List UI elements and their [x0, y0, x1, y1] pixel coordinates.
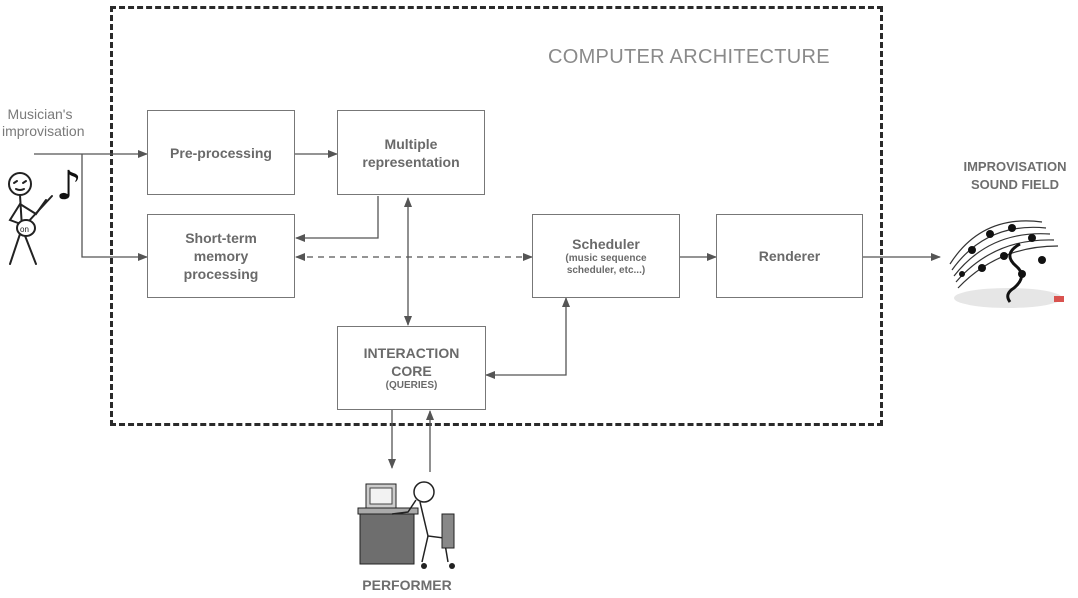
multiple-label-line2: representation: [362, 153, 460, 170]
output-label: IMPROVISATION SOUND FIELD: [955, 158, 1075, 194]
scheduler-sub-line2: scheduler, etc...): [566, 265, 646, 276]
shortterm-memory-box: Short-term memory processing: [147, 214, 295, 298]
arrow-input-shortterm: [81, 154, 148, 261]
scheduler-title: Scheduler: [572, 236, 640, 252]
guitarist-icon: on: [8, 172, 53, 265]
multiple-representation-box: Multiple representation: [337, 110, 485, 195]
input-label-line1: Musician's: [7, 106, 73, 122]
multiple-label-line1: Multiple: [384, 135, 438, 152]
arrow-multiple-shortterm: [295, 196, 379, 242]
output-label-line1: IMPROVISATION: [963, 159, 1067, 174]
input-label-line2: improvisation: [2, 123, 85, 139]
shortterm-label-line1: Short-term: [185, 230, 257, 246]
scheduler-box: Scheduler (music sequence scheduler, etc…: [532, 214, 680, 298]
interaction-label-line2: CORE: [391, 363, 432, 379]
music-note-icon: ♪: [56, 163, 82, 209]
svg-text:on: on: [20, 225, 29, 234]
preprocessing-box: Pre-processing: [147, 110, 295, 195]
renderer-label: Renderer: [758, 248, 821, 264]
arrow-interaction-scheduler: [485, 297, 570, 379]
renderer-box: Renderer: [716, 214, 863, 298]
architecture-frame: [110, 6, 883, 426]
architecture-title: COMPUTER ARCHITECTURE: [548, 46, 830, 68]
performer-label: PERFORMER: [362, 577, 452, 593]
performer-computer-icon: [357, 481, 455, 569]
shortterm-label-line2: memory: [193, 248, 249, 264]
output-label-line2: SOUND FIELD: [970, 177, 1060, 192]
interaction-label-line1: INTERACTION: [363, 345, 460, 361]
sound-field-icon: [949, 220, 1064, 308]
interaction-core-box: INTERACTION CORE (QUERIES): [337, 326, 486, 410]
input-label: Musician's improvisation: [2, 106, 85, 140]
scheduler-sub-line1: (music sequence: [565, 253, 647, 264]
shortterm-label-line3: processing: [183, 266, 259, 282]
interaction-sub: (QUERIES): [385, 380, 438, 391]
preprocessing-label: Pre-processing: [170, 144, 272, 161]
